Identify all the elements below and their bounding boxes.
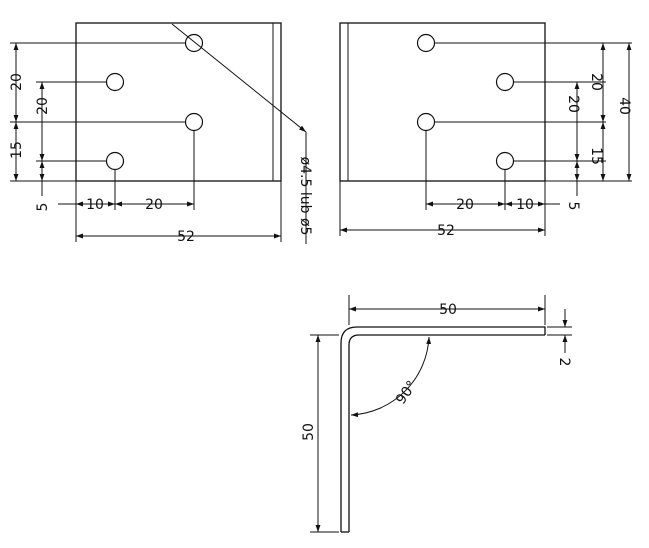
right-hole-lower-right <box>495 151 515 171</box>
dim-overall-52: 52 <box>177 229 195 245</box>
hole-size-note: ø4.5 lub ø5 <box>297 157 313 236</box>
dim-top-50: 50 <box>439 302 457 318</box>
dim-right-20-lower: 20 <box>565 95 581 113</box>
hole-leader-line <box>171 23 307 133</box>
dim-bottom-20: 20 <box>145 197 163 213</box>
dim-right-5: 5 <box>565 202 581 211</box>
left-hole-mid-right <box>184 112 204 132</box>
profile-view: 50 2 50 90° <box>301 295 572 533</box>
dim-right-20-upper: 20 <box>588 73 604 91</box>
angle-profile-outer <box>340 326 546 532</box>
right-view: 20 20 15 5 40 20 10 52 <box>339 22 632 239</box>
left-view: 20 20 15 5 10 20 52 ø4.5 lub ø5 <box>9 22 313 245</box>
dim-angle-90: 90° <box>393 378 420 408</box>
dim-thickness-2: 2 <box>556 358 572 367</box>
left-hole-lower-left <box>105 151 125 171</box>
angle-arc <box>350 336 432 418</box>
dim-bottom-10: 10 <box>86 197 104 213</box>
dim-left-15: 15 <box>9 141 25 159</box>
dim-right-15: 15 <box>588 147 604 165</box>
left-plate-outline <box>75 22 282 182</box>
dim-bottom-20: 20 <box>456 197 474 213</box>
dim-overall-40: 40 <box>616 97 632 115</box>
dim-left-20-outer: 20 <box>9 73 25 91</box>
left-hole-upper-left <box>105 72 125 92</box>
right-plate-outline <box>339 22 546 182</box>
dim-left-20-inner: 20 <box>35 97 51 115</box>
dim-bottom-10: 10 <box>516 197 534 213</box>
angle-profile-inner <box>348 334 545 532</box>
dim-overall-52: 52 <box>437 223 455 239</box>
right-hole-top-left <box>416 33 436 53</box>
dim-left-5: 5 <box>35 203 51 212</box>
right-hole-mid-left <box>416 112 436 132</box>
right-hole-upper-right <box>495 72 515 92</box>
dim-side-50: 50 <box>301 423 317 441</box>
